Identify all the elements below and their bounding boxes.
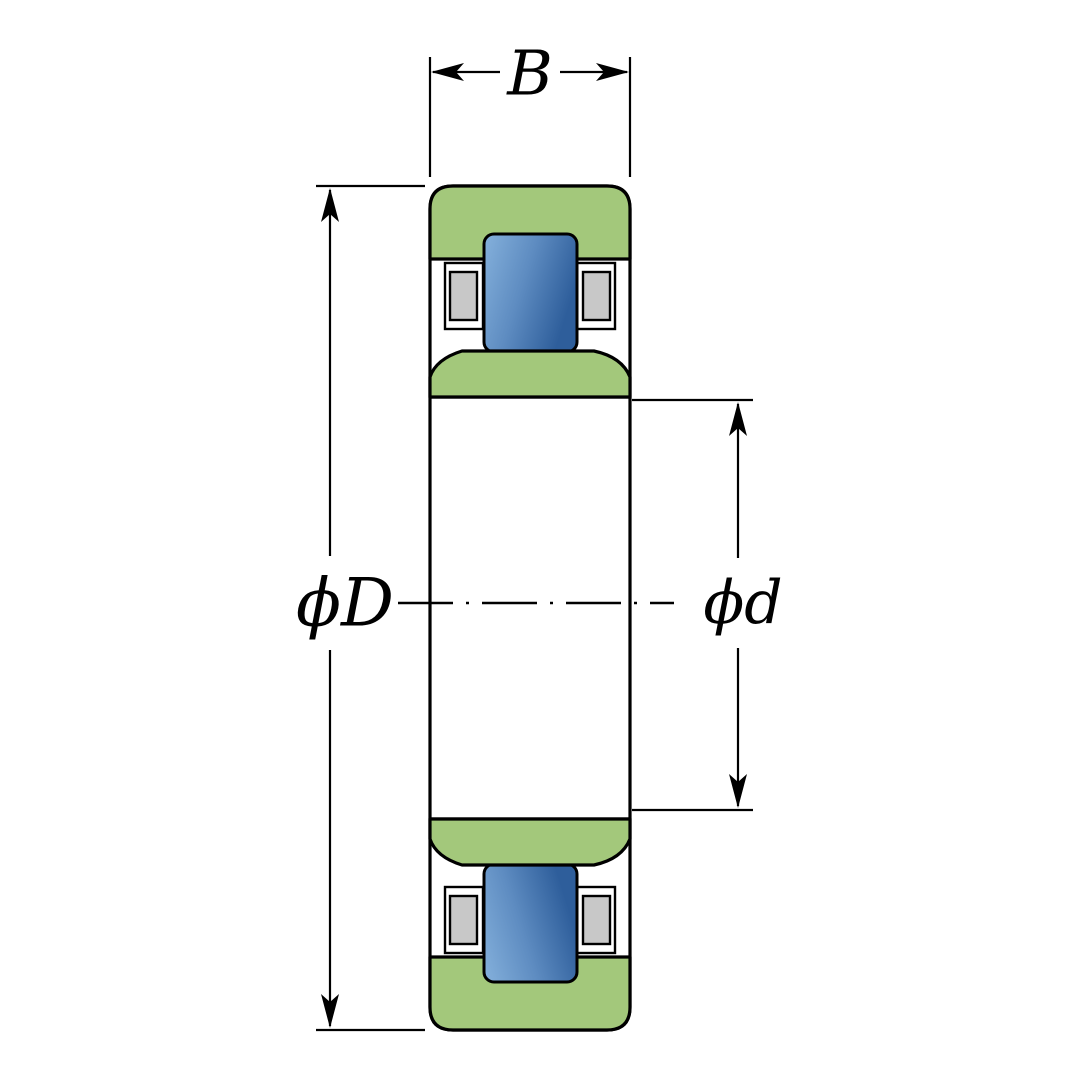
label-outer-diameter: ϕD <box>296 565 394 642</box>
dimension-width-B: B <box>428 37 632 177</box>
arrowhead-id-down <box>729 774 747 808</box>
label-width-B: B <box>506 37 553 110</box>
bearing-bottom-half <box>428 817 632 1032</box>
dimension-outer-diameter: ϕD <box>296 184 425 1032</box>
arrowhead-b-right <box>596 63 629 81</box>
arrowhead-b-left <box>431 63 464 81</box>
arrowhead-id-up <box>729 402 747 436</box>
arrowhead-d-up <box>321 188 339 222</box>
dimension-inner-diameter: ϕd <box>632 398 783 812</box>
bearing-top-half <box>428 184 632 399</box>
arrowhead-d-down <box>321 994 339 1028</box>
label-inner-diameter: ϕd <box>703 568 782 638</box>
